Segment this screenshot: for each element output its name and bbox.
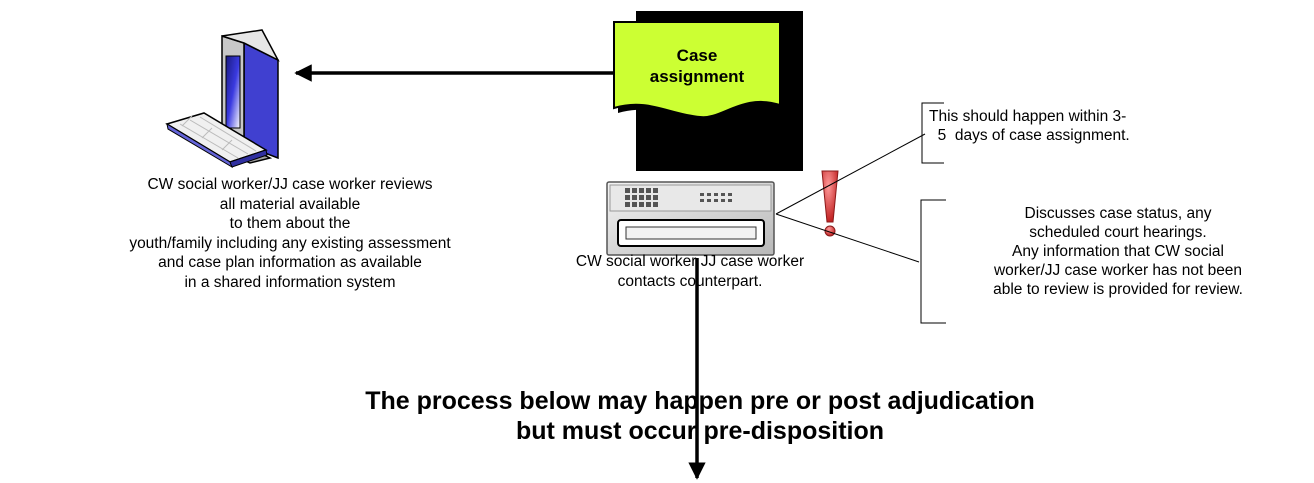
- process-heading: The process below may happen pre or post…: [365, 387, 1035, 445]
- connector-discussion: [775, 213, 920, 263]
- left-caption: CW social worker/JJ case worker reviews …: [129, 176, 451, 291]
- note-discussion: Discusses case status, any scheduled cou…: [993, 205, 1243, 298]
- document-icon: [613, 11, 803, 171]
- note-timing: This should happen within 3- 5 days of c…: [929, 108, 1130, 144]
- case-assignment-label: Case assignment: [649, 46, 745, 86]
- connector-timing: [775, 133, 926, 215]
- server-icon: [606, 181, 775, 256]
- exclamation-icon: [821, 170, 839, 237]
- center-caption: CW social worker JJ case worker contacts…: [575, 253, 805, 290]
- note-discussion-bracket: [920, 199, 946, 324]
- keyboard-icon: [165, 112, 268, 169]
- note-timing-bracket: [921, 102, 944, 164]
- computer-icon: [219, 29, 280, 164]
